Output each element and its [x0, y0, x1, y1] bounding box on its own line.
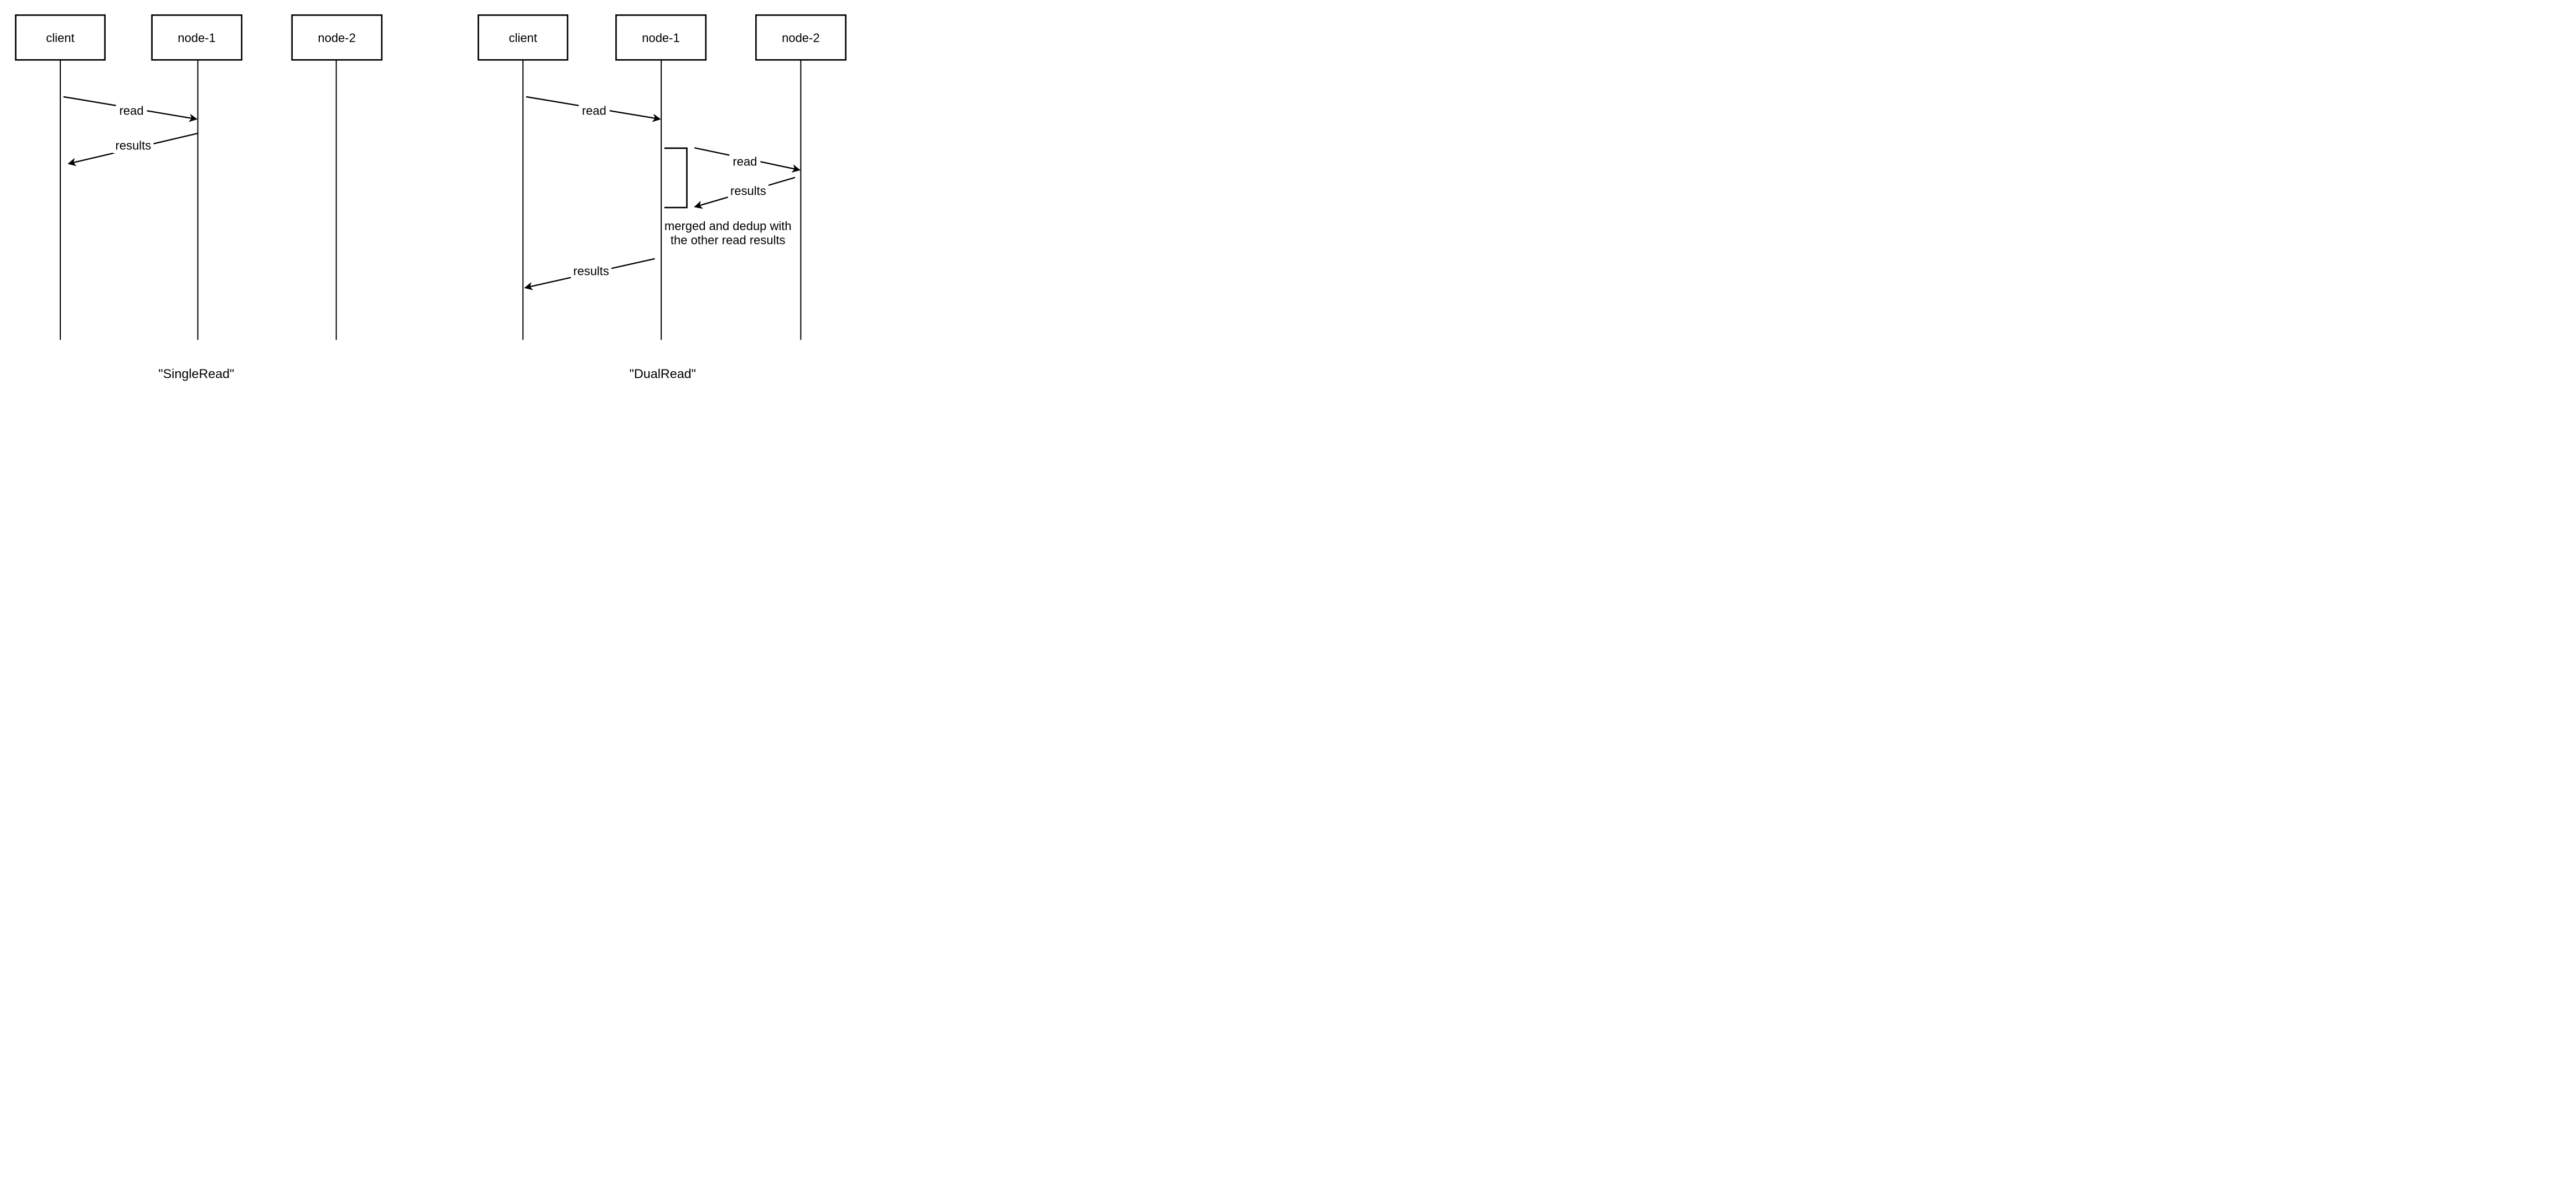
message-label-mask: [729, 153, 761, 170]
message-label-mask: [113, 138, 154, 154]
actor-box-client: [477, 14, 569, 61]
diagram-caption-single-read: "SingleRead": [158, 367, 234, 381]
actor-label-client: client: [46, 31, 74, 45]
message-label-results-2: results: [730, 184, 766, 198]
actor-box-node-2: [755, 14, 846, 61]
actor-box-node-1: [151, 14, 243, 61]
activation-bracket: [664, 147, 688, 209]
message-label-mask: [578, 102, 610, 118]
note-text-line-2: the other read results: [671, 233, 786, 247]
sequence-diagrams-canvas: client node-1 node-2 read results "Singl…: [0, 0, 859, 399]
actor-label-node-2: node-2: [318, 31, 356, 45]
message-label-read: read: [582, 103, 606, 117]
actor-label-node-1: node-1: [642, 31, 679, 45]
diagram-caption-dual-read: "DualRead": [630, 367, 696, 381]
note-text-line-1: merged and dedup with: [664, 219, 792, 233]
actor-box-node-1: [615, 14, 707, 61]
actor-box-client: [15, 14, 106, 61]
actor-label-client: client: [509, 31, 537, 45]
message-label-mask: [116, 102, 147, 118]
message-label-mask: [728, 183, 769, 199]
message-label-results-3: results: [573, 264, 609, 278]
actor-label-node-2: node-2: [782, 31, 819, 45]
message-label-results: results: [116, 139, 152, 153]
actor-label-node-1: node-1: [178, 31, 215, 45]
message-label-mask: [570, 263, 612, 279]
actor-box-node-2: [291, 14, 383, 61]
message-label-read: read: [120, 103, 144, 117]
diagram-dual-read: client node-1 node-2 read read results: [477, 14, 846, 381]
diagram-single-read: client node-1 node-2 read results "Singl…: [15, 14, 383, 381]
message-label-read-2: read: [733, 155, 757, 169]
